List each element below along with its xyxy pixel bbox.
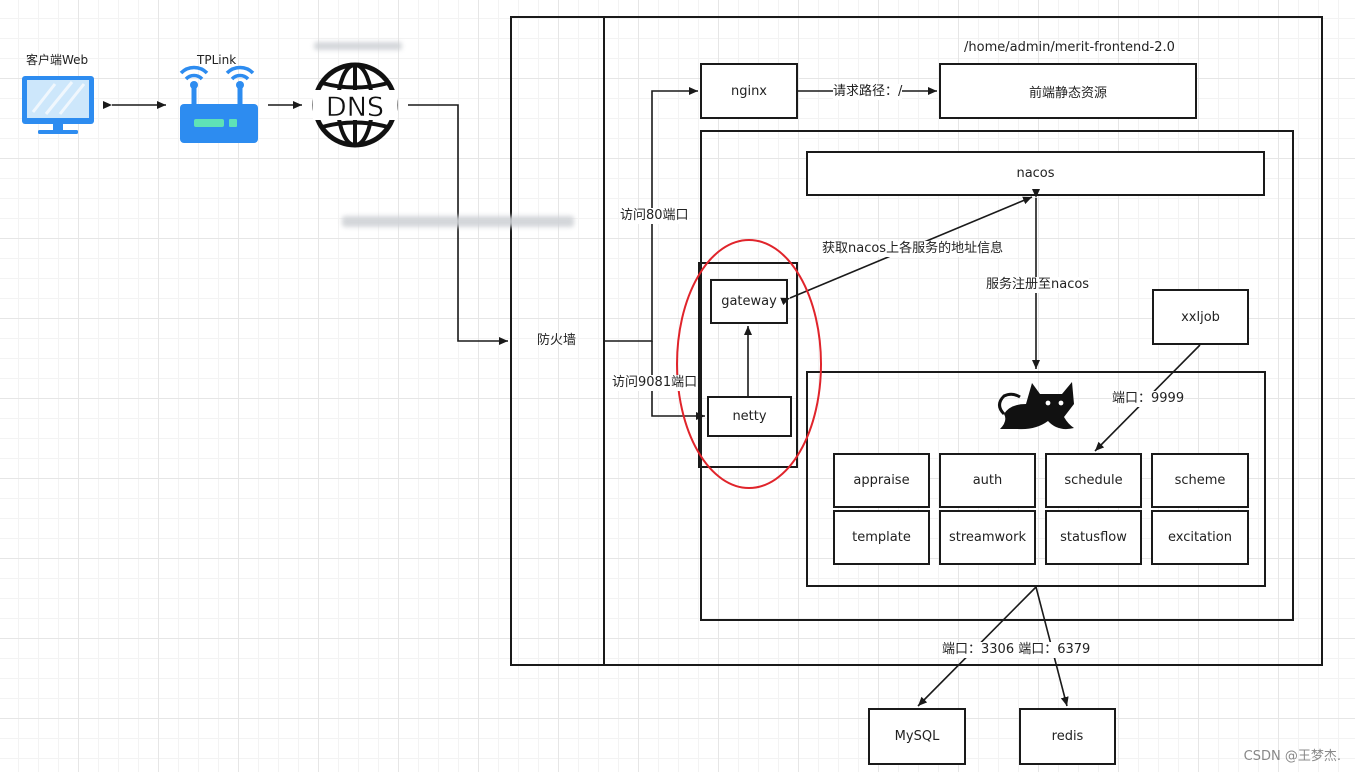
static-resources-node: 前端静态资源 [939,63,1197,119]
gateway-label: gateway [721,294,777,309]
xxljob-label: xxljob [1181,309,1220,325]
nginx-path-label: /home/admin/merit-frontend-2.0 [964,40,1175,55]
router-label: TPLink [197,53,237,67]
svg-text:DNS: DNS [326,92,384,123]
service-excitation: excitation [1151,510,1249,565]
service-auth: auth [939,453,1036,508]
port80-label: 访问80端口 [620,208,689,224]
netty-label: netty [732,409,767,424]
mysql-node: MySQL [868,708,966,765]
port9081-label: 访问9081端口 [612,375,698,391]
service-schedule: schedule [1045,453,1142,508]
database-ports-label: 端口：3306 端口：6379 [942,642,1091,658]
watermark: CSDN @王梦杰. [1243,749,1341,764]
firewall-label: 防火墙 [537,333,577,348]
nacos-fetch-label: 获取nacos上各服务的地址信息 [822,241,1004,257]
client-label: 客户端Web [26,53,89,67]
nginx-node: nginx [700,63,798,119]
dns-globe-icon: DNS [312,62,398,148]
nacos-register-label: 服务注册至nacos [986,277,1090,293]
monitor-icon [22,76,94,134]
nginx-label: nginx [730,83,768,99]
nacos-node: nacos [806,151,1265,196]
service-scheme: scheme [1151,453,1249,508]
microservice-frame [700,130,1294,621]
mysql-label: MySQL [894,729,940,744]
service-streamwork: streamwork [939,510,1036,565]
nacos-label: nacos [1016,166,1055,181]
redis-label: redis [1051,729,1084,744]
highlight-ellipse [676,239,822,489]
nginx-route-label: 请求路径：/ [833,84,903,100]
service-template: template [833,510,930,565]
firewall-column [510,16,605,666]
redacted-public-address [342,216,574,227]
firewall-netty-arrow [651,341,705,420]
tomcat-icon [998,382,1074,430]
netty-node: netty [707,396,792,437]
static-resources-label: 前端静态资源 [1028,85,1107,101]
service-statusflow: statusflow [1045,510,1142,565]
xxljob-port-label: 端口：9999 [1112,391,1185,407]
redacted-dns-address [314,42,402,50]
service-appraise: appraise [833,453,930,508]
xxljob-node: xxljob [1152,289,1249,345]
gateway-frame [698,262,798,468]
router-icon [179,65,258,143]
redis-node: redis [1019,708,1116,765]
gateway-node: gateway [710,279,788,324]
tomcat-frame [806,371,1266,587]
